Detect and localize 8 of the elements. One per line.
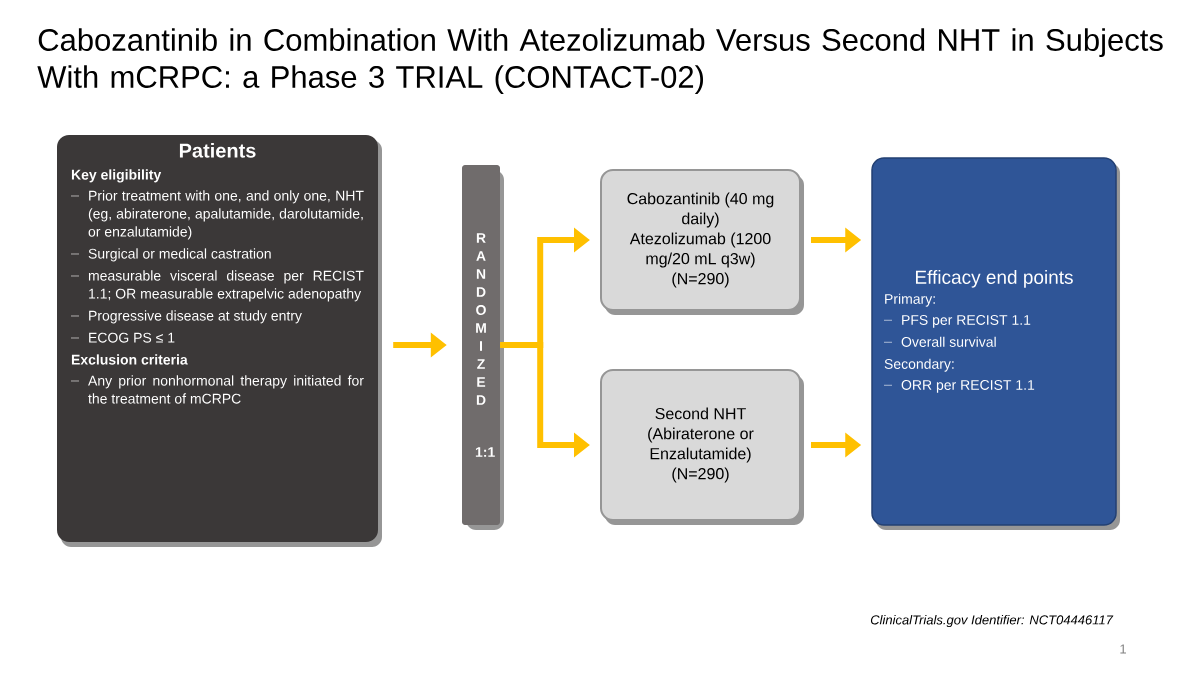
treatment-arm-box: Second NHT (Abiraterone or Enzalutamide) (N=290) — [600, 369, 804, 525]
title: Cabozantinib in Combination With Atezolizumab Versus Second NHT in Subjects With mCRPC: a Phase 3 TRIAL (CONTACT-02) — [37, 28, 1163, 95]
page-number: 1 — [1120, 644, 1126, 654]
endpoints-box: Efficacy end points Primary: PFS per RECIST 1.1 Overall survival Secondary: ORR per RECIST 1.1 — [871, 157, 1120, 530]
treatment-arm-box: Cabozantinib (40 mg daily) Atezolizumab (1200 mg/20 mL q3w) (N=290) — [600, 169, 804, 315]
randomization-bar: RANDOMIZED 1:1 — [462, 165, 504, 530]
identifier-note: ClinicalTrials.gov Identifier: NCT04446117 — [870, 614, 1114, 628]
criteria-box: Patients Key eligibility Prior treatment with one, and only one, NHT (eg, abiraterone, apalutamide, darolutamide, or enzalutamide) Surgical or medical castration measurable visceral disease per RECIST 1.1; OR measurable extrapelvic adenopathy Progressive disease at study entry ECOG PS ≤ 1 Exclusion criteria Any prior nonhormonal therapy initiated for the treatment of mCRPC — [57, 135, 382, 547]
